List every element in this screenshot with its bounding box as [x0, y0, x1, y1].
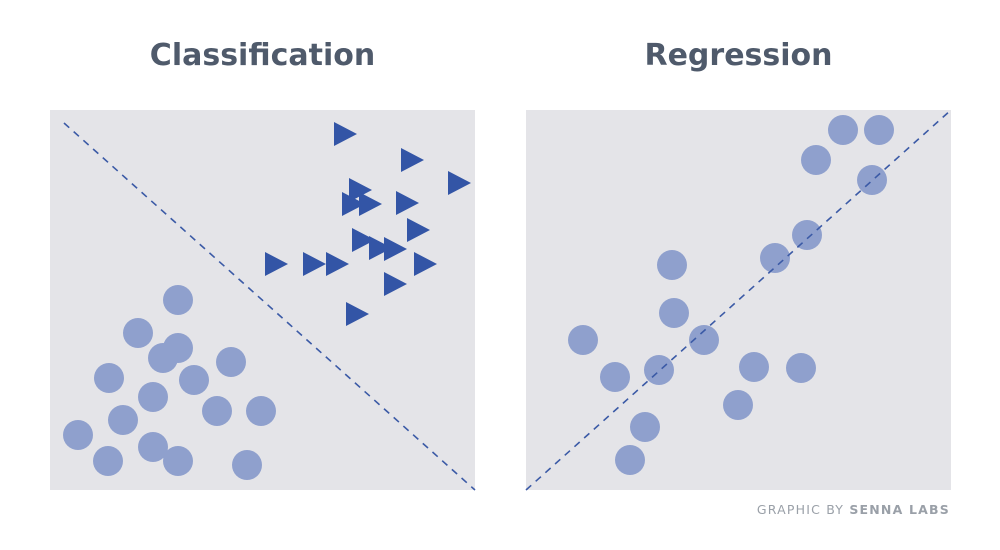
classification-triangle-point: [414, 252, 437, 276]
classification-circle-point: [232, 450, 262, 480]
regression-circle-point: [659, 298, 689, 328]
classification-triangle-point: [342, 192, 365, 216]
classification-triangle-point: [448, 171, 471, 195]
classification-circle-point: [216, 347, 246, 377]
classification-triangle-point: [359, 192, 382, 216]
regression-circle-point: [657, 250, 687, 280]
classification-circle-point: [138, 432, 168, 462]
regression-circle-point: [600, 362, 630, 392]
classification-triangle-point: [349, 178, 372, 202]
classification-circle-point: [108, 405, 138, 435]
regression-circle-point: [644, 355, 674, 385]
regression-trend-line: [525, 109, 952, 491]
regression-circle-point: [723, 390, 753, 420]
classification-triangle-point: [401, 148, 424, 172]
classification-circle-point: [94, 363, 124, 393]
classification-circle-point: [179, 365, 209, 395]
classification-circle-point: [148, 343, 178, 373]
regression-title: Regression: [644, 38, 833, 73]
credit-prefix: GRAPHIC BY: [756, 502, 845, 517]
regression-circle-point: [568, 325, 598, 355]
classification-circle-point: [163, 285, 193, 315]
classification-circle-point: [163, 446, 193, 476]
regression-circle-point: [739, 352, 769, 382]
classification-triangle-point: [396, 191, 419, 215]
regression-circle-point: [786, 353, 816, 383]
classification-triangle-point: [384, 237, 407, 261]
regression-circle-point: [615, 445, 645, 475]
classification-circle-point: [246, 396, 276, 426]
classification-circle-point: [93, 446, 123, 476]
classification-triangle-point: [352, 228, 375, 252]
regression-circle-point: [792, 220, 822, 250]
classification-triangle-point: [384, 272, 407, 296]
classification-triangle-point: [346, 302, 369, 326]
regression-circle-point: [864, 115, 894, 145]
regression-circle-point: [630, 412, 660, 442]
credit-brand: SENNA LABS: [849, 502, 950, 517]
regression-circle-point: [857, 165, 887, 195]
classification-triangle-point: [369, 236, 392, 260]
classification-triangle-point: [334, 122, 357, 146]
classification-circle-point: [202, 396, 232, 426]
regression-plot: [525, 109, 952, 491]
regression-circle-point: [828, 115, 858, 145]
classification-title: Classification: [149, 38, 376, 73]
regression-circle-point: [801, 145, 831, 175]
classification-triangle-point: [407, 218, 430, 242]
classification-triangle-point: [265, 252, 288, 276]
classification-decision-boundary: [63, 122, 476, 491]
graphic-credit: GRAPHIC BY SENNA LABS: [757, 502, 950, 517]
classification-triangle-point: [303, 252, 326, 276]
classification-plot: [50, 110, 476, 491]
classification-circle-point: [138, 382, 168, 412]
regression-circle-point: [689, 325, 719, 355]
classification-circle-point: [63, 420, 93, 450]
regression-circle-point: [760, 243, 790, 273]
classification-triangle-point: [326, 252, 349, 276]
classification-circle-point: [123, 318, 153, 348]
